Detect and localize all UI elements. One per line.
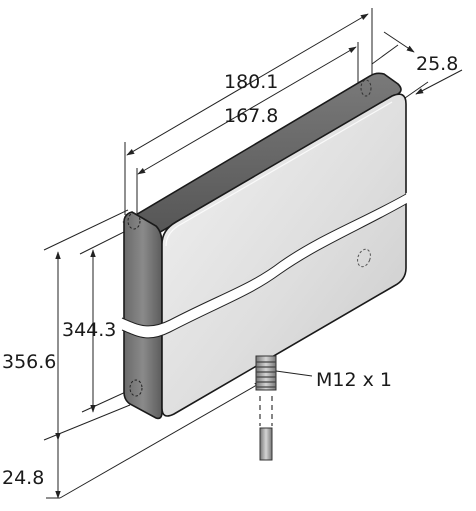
label-bottom-offset: 24.8 xyxy=(2,467,44,489)
mounting-hole-front xyxy=(357,248,371,268)
housing-top-face xyxy=(122,72,402,239)
dim-line-bottom-diagonal xyxy=(59,381,263,499)
label-inner-width: 167.8 xyxy=(224,105,278,127)
dim-line-depth xyxy=(383,31,415,53)
dim-line-depth-right xyxy=(415,69,463,95)
dim-line-inner-width xyxy=(137,46,357,175)
housing xyxy=(118,72,412,420)
label-total-width: 180.1 xyxy=(224,71,278,93)
housing-front-face xyxy=(161,93,407,417)
dimension-labels: 180.1 167.8 25.8 344.3 356.6 24.8 M12 x … xyxy=(2,53,458,489)
break-line-upper xyxy=(121,193,407,327)
label-connector: M12 x 1 xyxy=(316,369,392,391)
dimension-lines xyxy=(55,13,463,499)
label-depth: 25.8 xyxy=(416,53,458,75)
mounting-hole-top xyxy=(360,79,372,97)
break-line-lower xyxy=(121,203,407,339)
label-total-height: 356.6 xyxy=(2,351,56,373)
connector xyxy=(255,355,313,461)
mounting-hole-corner-top xyxy=(127,212,141,230)
cable xyxy=(259,427,273,461)
label-inner-height: 344.3 xyxy=(62,319,116,341)
housing-side-face xyxy=(123,211,163,420)
connector-leader xyxy=(275,370,313,377)
mounting-hole-corner-bottom xyxy=(129,379,143,397)
connector-body xyxy=(255,355,277,391)
